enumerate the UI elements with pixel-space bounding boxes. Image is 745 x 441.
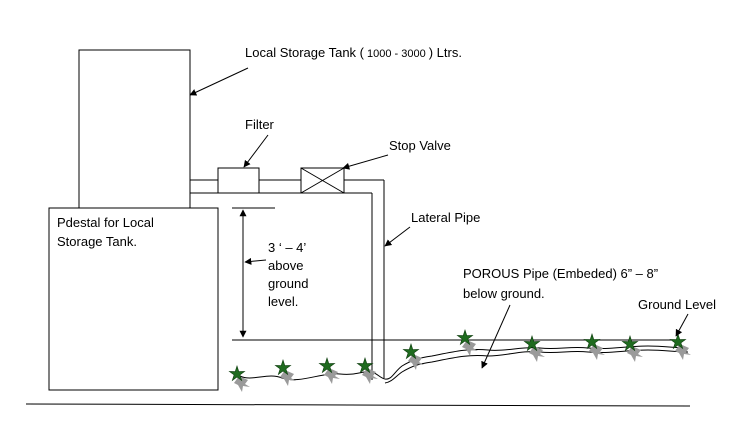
lateral-pipe-label: Lateral Pipe <box>411 210 480 225</box>
plant-2 <box>274 359 296 386</box>
plant-10 <box>669 333 691 360</box>
stop-valve <box>300 167 345 194</box>
storage-tank <box>78 49 191 209</box>
ground-level-label: Ground Level <box>638 297 716 312</box>
base-line <box>25 403 691 407</box>
pedestal <box>48 207 219 391</box>
stop-valve-label: Stop Valve <box>389 138 451 153</box>
filter-label: Filter <box>245 117 275 132</box>
tank-label: Local Storage Tank (1000 - 3000) Ltrs. <box>245 45 462 60</box>
porous-pipe-label: POROUS Pipe (Embeded) 6” – 8” below grou… <box>463 266 662 301</box>
plant-6 <box>456 329 478 356</box>
plant-1 <box>228 365 250 392</box>
plant-4 <box>356 357 378 384</box>
plant-3 <box>318 357 340 384</box>
height-label: 3 ‘ – 4’ above ground level. <box>268 240 312 309</box>
pipeline <box>190 179 385 380</box>
plant-5 <box>402 343 424 370</box>
plant-8 <box>583 333 605 360</box>
plants-group <box>228 329 691 392</box>
plant-9 <box>621 335 643 362</box>
porous-pipe <box>239 345 689 384</box>
plant-7 <box>523 335 545 362</box>
filter <box>217 167 260 194</box>
pedestal-label: Pdestal for Local Storage Tank. <box>57 215 157 249</box>
callout-arrows <box>189 67 689 369</box>
height-dimension <box>232 207 275 338</box>
